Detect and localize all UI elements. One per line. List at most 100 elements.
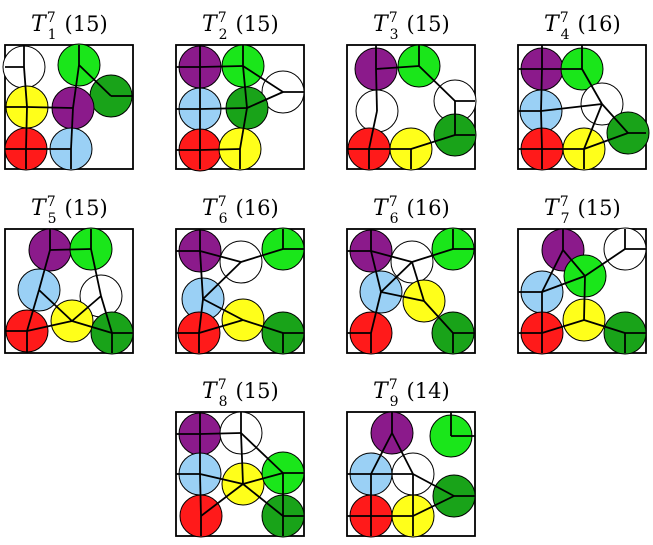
label-count: (16): [578, 12, 621, 36]
contact-edge: [71, 320, 113, 334]
label-count: (14): [407, 379, 450, 403]
contact-edge: [26, 289, 40, 332]
contact-edge: [423, 300, 454, 334]
label-count: (15): [578, 196, 621, 220]
label-count: (16): [407, 196, 450, 220]
contact-edge: [368, 110, 378, 150]
contact-edge: [242, 65, 248, 109]
label-subscript: 6: [219, 211, 228, 227]
contact-edge: [370, 250, 413, 263]
contact-edge: [541, 319, 585, 334]
label-subscript: 2: [219, 27, 228, 43]
label-base: T: [373, 12, 390, 37]
contact-edge: [240, 248, 284, 263]
contact-edge: [375, 68, 378, 112]
label-superscript: 7: [218, 194, 227, 210]
label-superscript: 7: [389, 377, 398, 393]
label-subscript: 3: [390, 27, 399, 43]
contact-edge: [583, 275, 586, 321]
contact-edge: [26, 106, 74, 109]
contact-edge: [199, 250, 242, 263]
contact-edge: [380, 291, 425, 302]
contact-edge: [199, 65, 244, 68]
label-base: T: [544, 12, 561, 37]
contact-edge: [240, 432, 244, 485]
contact-edge: [601, 103, 629, 134]
contact-edge: [49, 248, 92, 251]
contact-edge: [583, 319, 626, 334]
label-count: (15): [65, 196, 108, 220]
contact-edge: [540, 68, 543, 112]
label-base: T: [202, 379, 219, 404]
contact-edge: [418, 65, 456, 102]
contact-edge: [541, 249, 564, 293]
label-subscript: 4: [561, 27, 570, 43]
contact-edge: [411, 248, 454, 263]
label-count: (15): [407, 12, 450, 36]
contact-edge: [199, 148, 241, 151]
contact-edge: [411, 261, 425, 302]
contact-edge: [199, 473, 244, 485]
label-count: (15): [236, 12, 279, 36]
contact-edge: [72, 64, 80, 109]
label-superscript: 7: [218, 10, 227, 26]
label-base: T: [202, 196, 219, 221]
label-base: T: [31, 196, 48, 221]
contact-edge: [199, 432, 242, 435]
label-base: T: [373, 196, 390, 221]
label-count: (15): [236, 379, 279, 403]
label-superscript: 7: [560, 10, 569, 26]
contact-edge: [584, 248, 626, 277]
contact-edge: [198, 319, 244, 334]
contact-edge: [70, 107, 74, 150]
contact-edge: [23, 66, 28, 108]
contact-edge: [242, 472, 284, 485]
contact-edge: [375, 65, 420, 70]
contact-edge: [100, 295, 113, 334]
contact-edge: [199, 473, 202, 517]
label-subscript: 8: [219, 394, 228, 410]
contact-edge: [199, 107, 248, 110]
label-count: (15): [65, 12, 108, 36]
contact-edge: [78, 64, 112, 97]
contact-edge: [25, 106, 28, 150]
contact-edge: [562, 249, 586, 277]
label-count: (16): [236, 196, 279, 220]
contact-edge: [370, 432, 393, 475]
label-superscript: 7: [389, 10, 398, 26]
contact-edge: [38, 249, 51, 291]
label-superscript: 7: [389, 194, 398, 210]
label-superscript: 7: [560, 194, 569, 210]
label-subscript: 5: [48, 211, 57, 227]
contact-edge: [541, 275, 586, 293]
contact-edge: [391, 432, 414, 475]
label-base: T: [544, 196, 561, 221]
contact-edge: [370, 291, 382, 334]
contact-edge: [239, 107, 248, 150]
label-base: T: [31, 12, 48, 37]
label-base: T: [202, 12, 219, 37]
label-subscript: 1: [48, 27, 57, 43]
contact-edge: [202, 298, 244, 321]
contact-edge: [412, 473, 455, 497]
label-base: T: [373, 379, 390, 404]
contact-edge: [240, 432, 284, 474]
contact-edge: [540, 110, 543, 150]
contact-edge: [583, 132, 629, 150]
contact-edge: [370, 250, 382, 293]
